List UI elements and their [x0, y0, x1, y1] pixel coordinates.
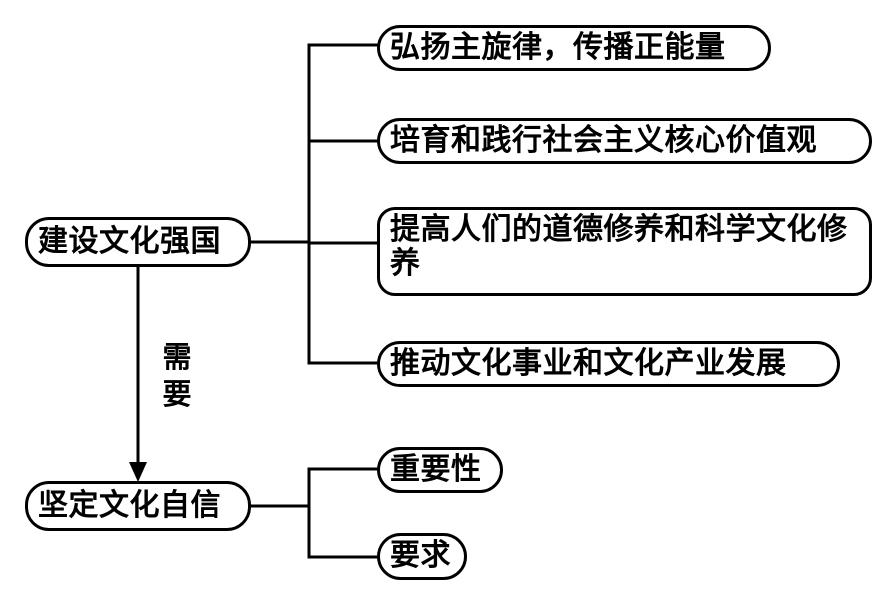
- node-child-1-label: 弘扬主旋律，传播正能量: [390, 30, 726, 64]
- node-sub-1-label: 重要性: [390, 452, 482, 486]
- node-child-1[interactable]: 弘扬主旋律，传播正能量: [377, 25, 771, 71]
- node-child-3-label: 提高人们的道德修养和科学文化修养: [390, 213, 848, 281]
- node-root[interactable]: 建设文化强国: [25, 217, 251, 267]
- node-sub-2-label: 要求: [390, 539, 451, 573]
- arrowhead-down: [129, 462, 147, 482]
- edge-label-need: 需 要: [160, 340, 194, 414]
- node-confidence-label: 坚定文化自信: [38, 488, 221, 522]
- node-root-label: 建设文化强国: [38, 224, 221, 258]
- edge-label-need-char-1: 需: [162, 342, 192, 374]
- node-child-4[interactable]: 推动文化事业和文化产业发展: [377, 341, 840, 387]
- node-confidence[interactable]: 坚定文化自信: [25, 481, 251, 531]
- node-child-3[interactable]: 提高人们的道德修养和科学文化修养: [377, 207, 872, 296]
- node-child-2-label: 培育和践行社会主义核心价值观: [390, 123, 817, 157]
- node-sub-1[interactable]: 重要性: [377, 447, 503, 493]
- node-sub-2[interactable]: 要求: [377, 533, 467, 580]
- node-child-2[interactable]: 培育和践行社会主义核心价值观: [377, 118, 872, 164]
- node-child-4-label: 推动文化事业和文化产业发展: [390, 346, 787, 380]
- edge-label-need-char-2: 要: [162, 379, 192, 412]
